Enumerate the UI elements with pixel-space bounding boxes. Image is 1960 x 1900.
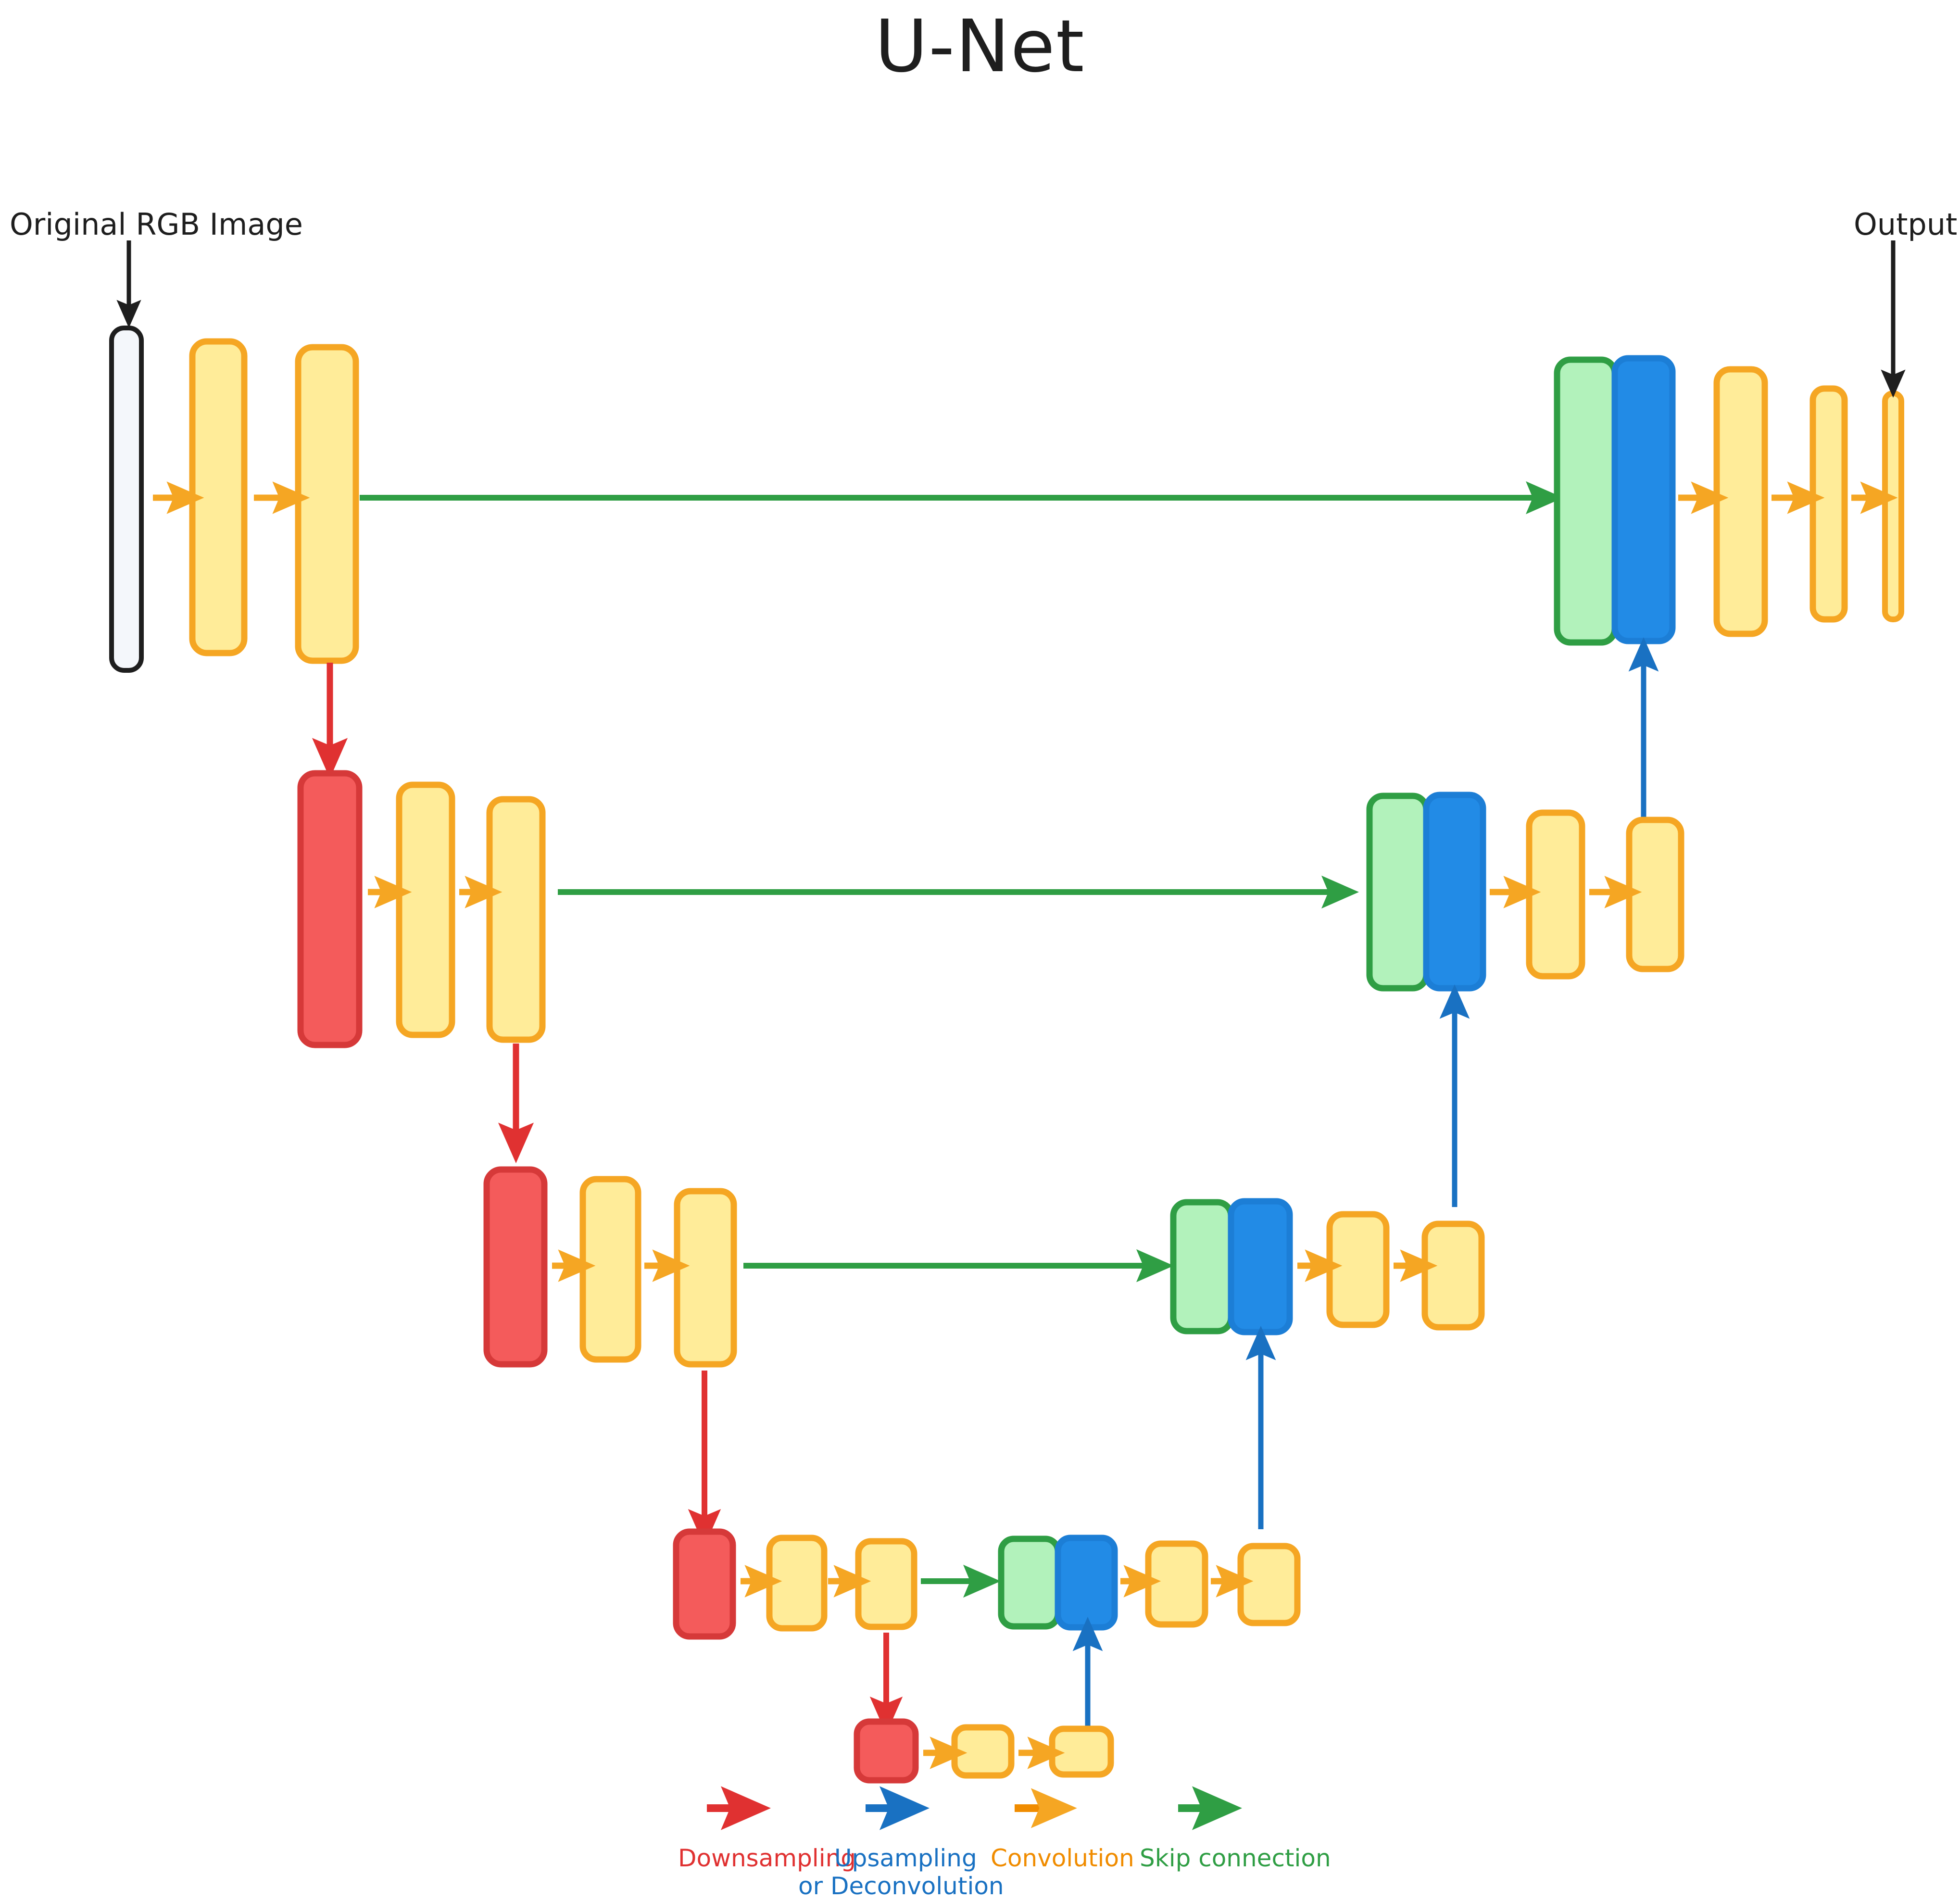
l3-enc-conv-1: [579, 1176, 641, 1363]
l4-dec-skip-concat: [998, 1535, 1061, 1630]
l1-enc-conv-1: [189, 338, 248, 656]
l3-downsample: [483, 1166, 548, 1368]
input-image-block: [109, 326, 144, 673]
l2-dec-upsampled: [1423, 792, 1486, 992]
l3-dec-skip-concat: [1170, 1199, 1234, 1334]
legend-label-convolution: Convolution: [991, 1844, 1134, 1872]
l4-dec-upsampled: [1055, 1535, 1118, 1631]
output-label: Output: [1854, 207, 1958, 242]
l3-enc-conv-2: [674, 1188, 737, 1368]
legend-label-skip-connection: Skip connection: [1140, 1844, 1331, 1872]
legend-label-upsampling: Upsampling: [834, 1844, 977, 1872]
l2-enc-conv-1: [396, 781, 455, 1038]
l1-dec-conv-2: [1809, 385, 1848, 623]
l3-dec-conv-2: [1421, 1221, 1485, 1331]
l2-dec-skip-concat: [1366, 793, 1430, 992]
input-label: Original RGB Image: [10, 207, 303, 242]
l2-downsample: [297, 770, 363, 1048]
l1-dec-upsampled: [1611, 355, 1676, 644]
l2-enc-conv-2: [486, 796, 546, 1043]
l4-dec-conv-2: [1237, 1543, 1301, 1626]
l4-enc-conv-1: [766, 1535, 828, 1632]
l1-output-block: [1882, 390, 1904, 622]
bottleneck-conv-1: [951, 1724, 1015, 1779]
l3-dec-conv-1: [1326, 1211, 1390, 1328]
l3-dec-upsampled: [1228, 1198, 1293, 1335]
bottleneck-conv-2: [1049, 1725, 1114, 1778]
l4-downsample: [673, 1528, 736, 1640]
page-title: U-Net: [875, 5, 1085, 88]
l1-dec-skip-concat: [1554, 356, 1618, 646]
l2-dec-conv-2: [1626, 817, 1684, 972]
l1-enc-conv-2: [295, 344, 359, 664]
bottleneck-downsample: [854, 1718, 919, 1784]
l4-enc-conv-2: [855, 1538, 917, 1630]
l4-dec-conv-1: [1145, 1540, 1208, 1628]
l1-dec-conv-1: [1713, 366, 1768, 637]
l2-dec-conv-1: [1526, 809, 1585, 980]
